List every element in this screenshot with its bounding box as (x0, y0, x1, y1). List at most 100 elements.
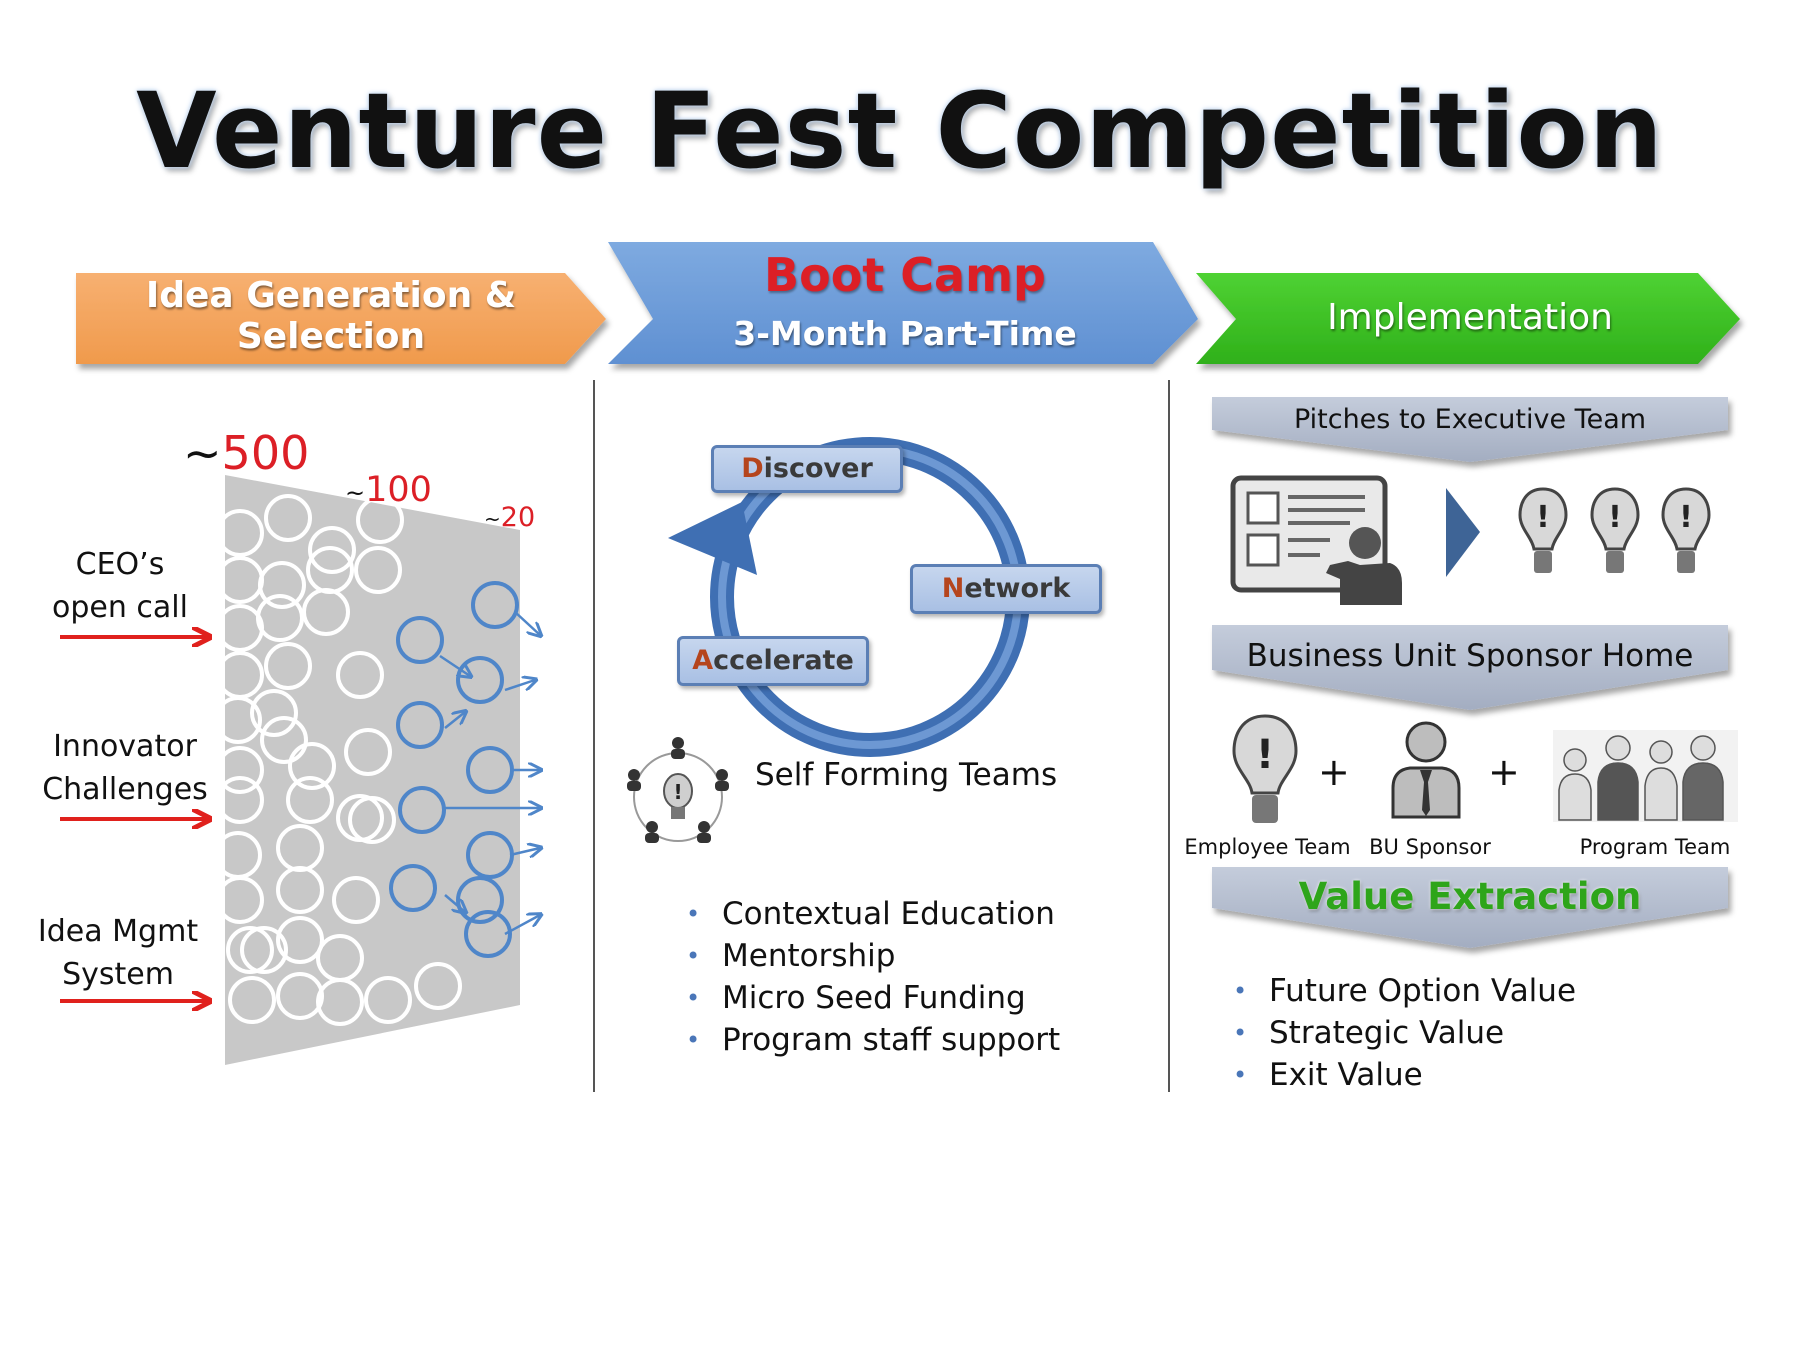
bootcamp-bullet: • Program staff support (686, 1019, 1166, 1061)
selection-arrow (504, 915, 540, 936)
svg-text:!: ! (1536, 500, 1550, 535)
idea-circle (216, 509, 264, 557)
selected-idea-circle (464, 910, 512, 958)
value-bullet: • Strategic Value (1233, 1012, 1713, 1054)
cycle-network: Network (910, 564, 1102, 614)
chevron-sponsor-label: Business Unit Sponsor Home (1246, 638, 1694, 674)
count-100-value: 100 (365, 470, 432, 510)
cycle-discover: Discover (711, 445, 903, 493)
source-idea-mgmt-line2: System (62, 957, 174, 992)
idea-circle (228, 976, 276, 1024)
idea-circle (316, 934, 364, 982)
phase-idea-title: Idea Generation & (145, 275, 517, 316)
source-ceo-line2: open call (52, 590, 188, 625)
idea-circle (276, 866, 324, 914)
count-20: ~20 (484, 503, 535, 534)
selection-arrow (514, 611, 540, 635)
idea-circles (214, 494, 462, 1026)
idea-circle (332, 876, 380, 924)
selected-idea-circle (396, 616, 444, 664)
bullet-dot: • (686, 900, 701, 928)
cycle-discover-rest: iscover (763, 453, 873, 484)
bootcamp-bullet-text: Micro Seed Funding (722, 980, 1026, 1016)
idea-circle (250, 689, 298, 737)
phase-arrow-idea (76, 273, 606, 364)
self-forming-teams-label: Self Forming Teams (755, 757, 1058, 793)
team-network-icon: ! (627, 737, 729, 843)
phase-arrow-bootcamp (608, 242, 1198, 364)
bullet-dot: • (686, 1026, 701, 1054)
idea-circle (276, 916, 324, 964)
play-arrow-icon (1446, 488, 1480, 577)
cycle-discover-initial: D (741, 453, 764, 484)
cycle-network-initial: N (941, 573, 965, 604)
employee-team-icon: ! (1232, 714, 1298, 823)
plus-sign: + (1488, 750, 1520, 794)
program-team-label: Program Team (1579, 835, 1731, 859)
bu-sponsor-label: BU Sponsor (1369, 835, 1491, 859)
phase-implementation-title: Implementation (1327, 297, 1613, 338)
bullet-dot: • (1233, 1019, 1248, 1047)
cycle-accelerate: Accelerate (677, 636, 869, 686)
idea-circle (216, 746, 264, 794)
idea-circle (354, 546, 402, 594)
selected-idea-circle (471, 581, 519, 629)
count-500-value: 500 (221, 426, 310, 480)
selected-idea-circle (389, 864, 437, 912)
value-bullet: • Exit Value (1233, 1054, 1713, 1096)
count-500: ~500 (183, 428, 309, 478)
idea-circle (414, 962, 462, 1010)
selected-idea-circle (398, 786, 446, 834)
bullet-dot: • (1233, 1061, 1248, 1089)
idea-circle (364, 976, 412, 1024)
selection-arrow (509, 848, 540, 855)
bootcamp-bullet: • Contextual Education (686, 893, 1166, 935)
phase-idea-title2: Selection (236, 316, 426, 357)
bullet-dot: • (1233, 977, 1248, 1005)
source-innovator-line2: Challenges (42, 772, 208, 807)
idea-circle (216, 776, 264, 824)
source-ceo-line1: CEO’s (75, 547, 165, 582)
cycle-accelerate-rest: ccelerate (713, 645, 854, 676)
value-bullet-text: Exit Value (1269, 1057, 1423, 1093)
selection-arrow (444, 712, 465, 729)
selected-idea-circle (456, 656, 504, 704)
count-20-value: 20 (500, 502, 536, 533)
idea-circle (302, 588, 350, 636)
source-ceo-label: CEO’s open call (30, 543, 210, 629)
presentation-board-icon (1230, 475, 1402, 605)
idea-circle (308, 526, 356, 574)
value-bullets: • Future Option Value • Strategic Value • E… (1233, 970, 1713, 1096)
lightbulb-idea-icon: ! (1518, 487, 1568, 573)
bootcamp-bullet-text: Contextual Education (722, 896, 1055, 932)
chevron-sponsor (1212, 625, 1728, 710)
idea-circle (226, 926, 274, 974)
chevron-pitches-label: Pitches to Executive Team (1293, 404, 1647, 435)
lightbulb-row: ! ! ! (1518, 487, 1711, 573)
lightbulb-idea-icon: ! (1590, 487, 1640, 573)
idea-circle (344, 728, 392, 776)
phase-arrow-implementation (1196, 273, 1740, 364)
svg-text:!: ! (673, 780, 682, 804)
page-title: Venture Fest Competition (136, 70, 1664, 192)
selected-idea-circle (396, 701, 444, 749)
value-bullet-text: Future Option Value (1269, 973, 1577, 1009)
cycle-arrowhead (668, 502, 757, 575)
sponsor-person-icon (1391, 721, 1461, 819)
value-bullet-text: Strategic Value (1269, 1015, 1505, 1051)
bootcamp-bullet-text: Program staff support (722, 1022, 1061, 1058)
divider-right (1168, 380, 1170, 1092)
phase-bootcamp-subtitle: 3-Month Part-Time (733, 314, 1077, 353)
idea-circle (356, 496, 404, 544)
selected-idea-circles (389, 581, 540, 958)
selection-arrow (444, 894, 465, 912)
count-20-tilde: ~ (484, 507, 501, 531)
people-group-icon (1553, 730, 1738, 822)
idea-circle (216, 876, 264, 924)
idea-circle (336, 651, 384, 699)
idea-circle (286, 776, 334, 824)
svg-text:!: ! (1256, 732, 1274, 778)
